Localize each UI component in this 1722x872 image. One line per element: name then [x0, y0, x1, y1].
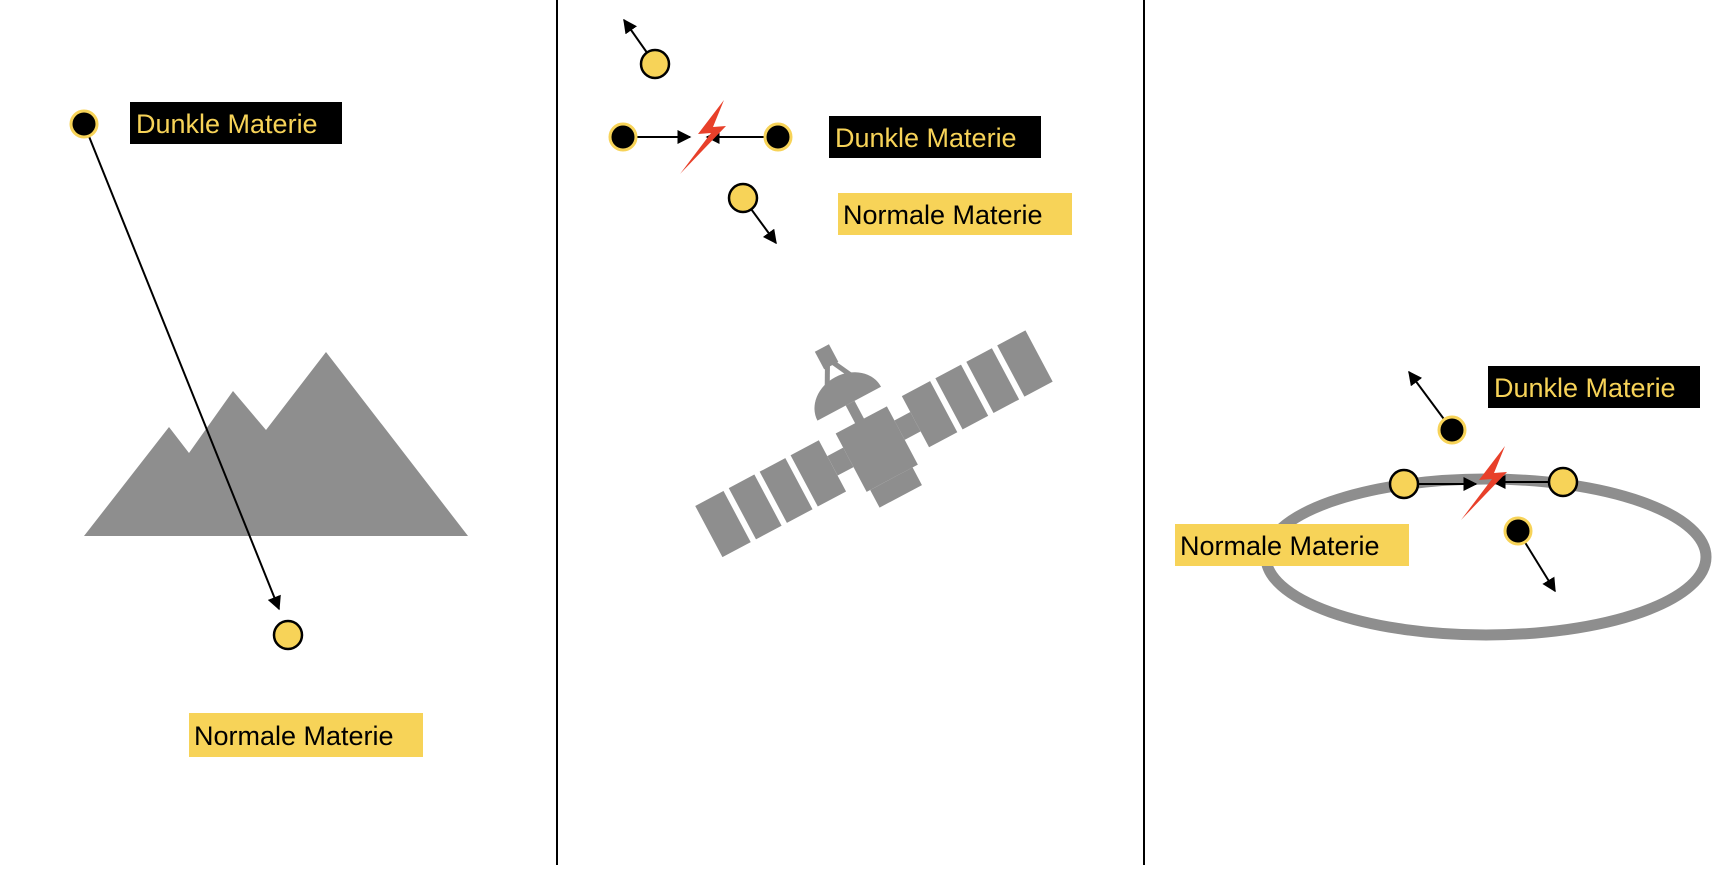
normal-matter-label-text: Normale Materie [1180, 531, 1380, 561]
normal-matter-particle-bottom [727, 182, 759, 214]
dark-matter-label: Dunkle Materie [829, 116, 1041, 158]
dark-matter-label: Dunkle Materie [130, 102, 342, 144]
dark-matter-label-text: Dunkle Materie [1494, 373, 1676, 403]
normal-matter-label-text: Normale Materie [194, 721, 394, 751]
normal-matter-label: Normale Materie [838, 193, 1072, 235]
normal-matter-label: Normale Materie [189, 713, 423, 757]
normal-matter-label: Normale Materie [1175, 524, 1409, 566]
dark-matter-label: Dunkle Materie [1488, 366, 1700, 408]
dark-matter-particle-top [1437, 415, 1467, 445]
mountain-icon [84, 352, 468, 536]
satellite-icon [695, 330, 1053, 558]
panel-collider-production: Dunkle Materie Normale Materie [1175, 366, 1712, 641]
panel-direct-detection: Dunkle Materie Normale Materie [69, 102, 468, 757]
normal-matter-particle-right [1547, 466, 1579, 498]
normal-matter-particle-left [1388, 468, 1420, 500]
dark-matter-particle-bottom [1503, 516, 1533, 546]
normal-matter-particle [272, 619, 304, 651]
collision-flash-icon [1461, 446, 1507, 520]
dark-matter-particle-right [763, 122, 793, 152]
dark-matter-label-text: Dunkle Materie [835, 123, 1017, 153]
collision-flash-icon [680, 100, 726, 174]
normal-matter-particle-top [639, 48, 671, 80]
panel-indirect-detection: Dunkle Materie Normale Materie [608, 18, 1072, 558]
normal-matter-label-text: Normale Materie [843, 200, 1043, 230]
dark-matter-trajectory [83, 123, 281, 611]
dark-matter-particle [69, 109, 99, 139]
dark-matter-label-text: Dunkle Materie [136, 109, 318, 139]
dark-matter-particle-left [608, 122, 638, 152]
